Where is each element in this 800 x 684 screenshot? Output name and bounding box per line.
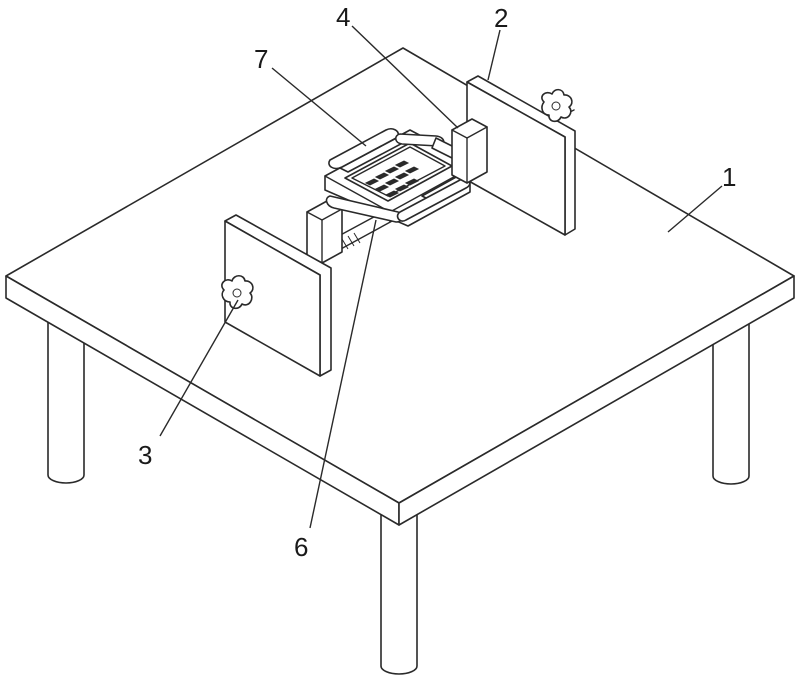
callout-1: 1 bbox=[722, 162, 736, 192]
callout-6: 6 bbox=[294, 532, 308, 562]
callout-4: 4 bbox=[336, 2, 350, 32]
leader-2 bbox=[488, 30, 500, 80]
callout-3: 3 bbox=[138, 440, 152, 470]
clamp-block-left bbox=[307, 201, 342, 263]
table-top bbox=[6, 48, 794, 525]
table-leg-right bbox=[713, 318, 749, 484]
table-leg-left bbox=[48, 318, 84, 483]
callout-7: 7 bbox=[254, 44, 268, 74]
table-leg-front bbox=[381, 515, 417, 674]
callout-2: 2 bbox=[494, 3, 508, 33]
clamp-block-right bbox=[452, 119, 487, 183]
